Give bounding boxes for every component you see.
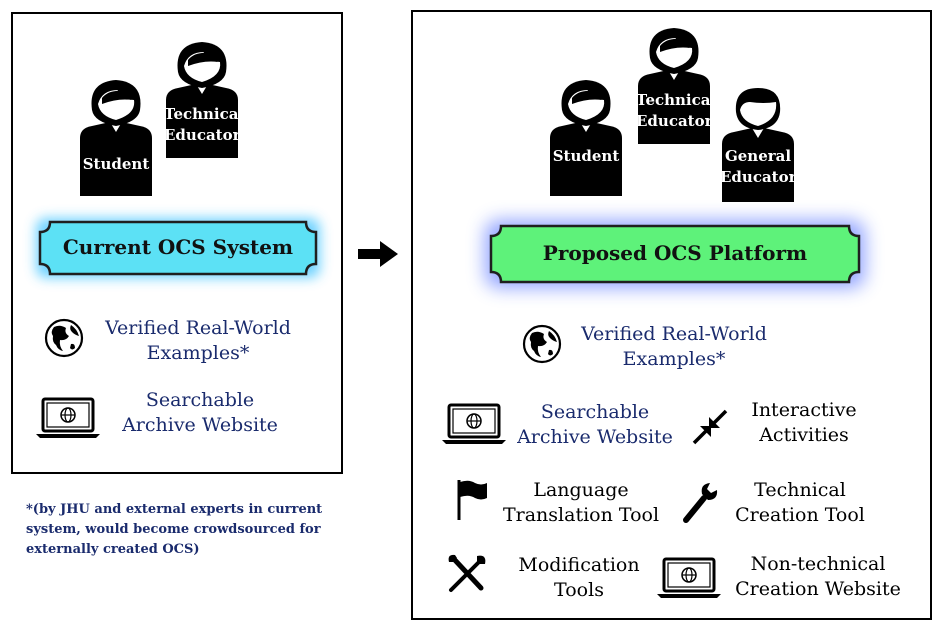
verified-examples-label: Verified Real-World Examples* <box>581 323 767 370</box>
technical-educator-person-icon: Technical Educator <box>164 38 245 158</box>
proposed-ocs-banner: Proposed OCS Platform <box>485 220 865 288</box>
arrow-right-icon <box>356 240 400 272</box>
person-label: Student <box>82 155 150 173</box>
searchable-archive-label: Searchable Archive Website <box>122 389 278 436</box>
wrench-icon <box>680 480 722 528</box>
laptop-icon <box>655 556 723 604</box>
verified-examples-label: Verified Real-World Examples* <box>105 317 291 364</box>
student-person-icon: Student <box>78 76 154 196</box>
tools-icon <box>445 552 489 600</box>
arrows-in-icon <box>690 407 730 451</box>
language-translation-label: Language Translation Tool <box>502 479 660 526</box>
interactive-activities-label: Interactive Activities <box>751 399 857 446</box>
technical-creation-tool-label: Technical Creation Tool <box>735 479 865 526</box>
non-technical-creation-label: Non-technical Creation Website <box>735 553 901 600</box>
banner-title: Proposed OCS Platform <box>542 241 808 265</box>
modification-tools-label: Modification Tools <box>518 554 640 601</box>
banner-title: Current OCS System <box>62 235 294 259</box>
person-label: General Educator <box>720 147 797 186</box>
current-ocs-banner: Current OCS System <box>36 218 320 278</box>
laptop-icon <box>440 402 508 450</box>
flag-icon <box>455 478 489 526</box>
person-label: Student <box>552 147 620 165</box>
general-educator-person-icon: General Educator <box>720 82 797 202</box>
technical-educator-person-icon: Technical Educator <box>636 24 717 144</box>
searchable-archive-label: Searchable Archive Website <box>517 401 673 448</box>
laptop-icon <box>34 396 102 444</box>
globe-icon <box>522 324 562 368</box>
footnote: *(by JHU and external experts in current… <box>26 502 323 557</box>
student-person-icon: Student <box>548 76 624 196</box>
globe-icon <box>44 318 84 362</box>
person-label: Technical Educator <box>164 105 245 144</box>
person-label: Technical Educator <box>636 91 717 130</box>
